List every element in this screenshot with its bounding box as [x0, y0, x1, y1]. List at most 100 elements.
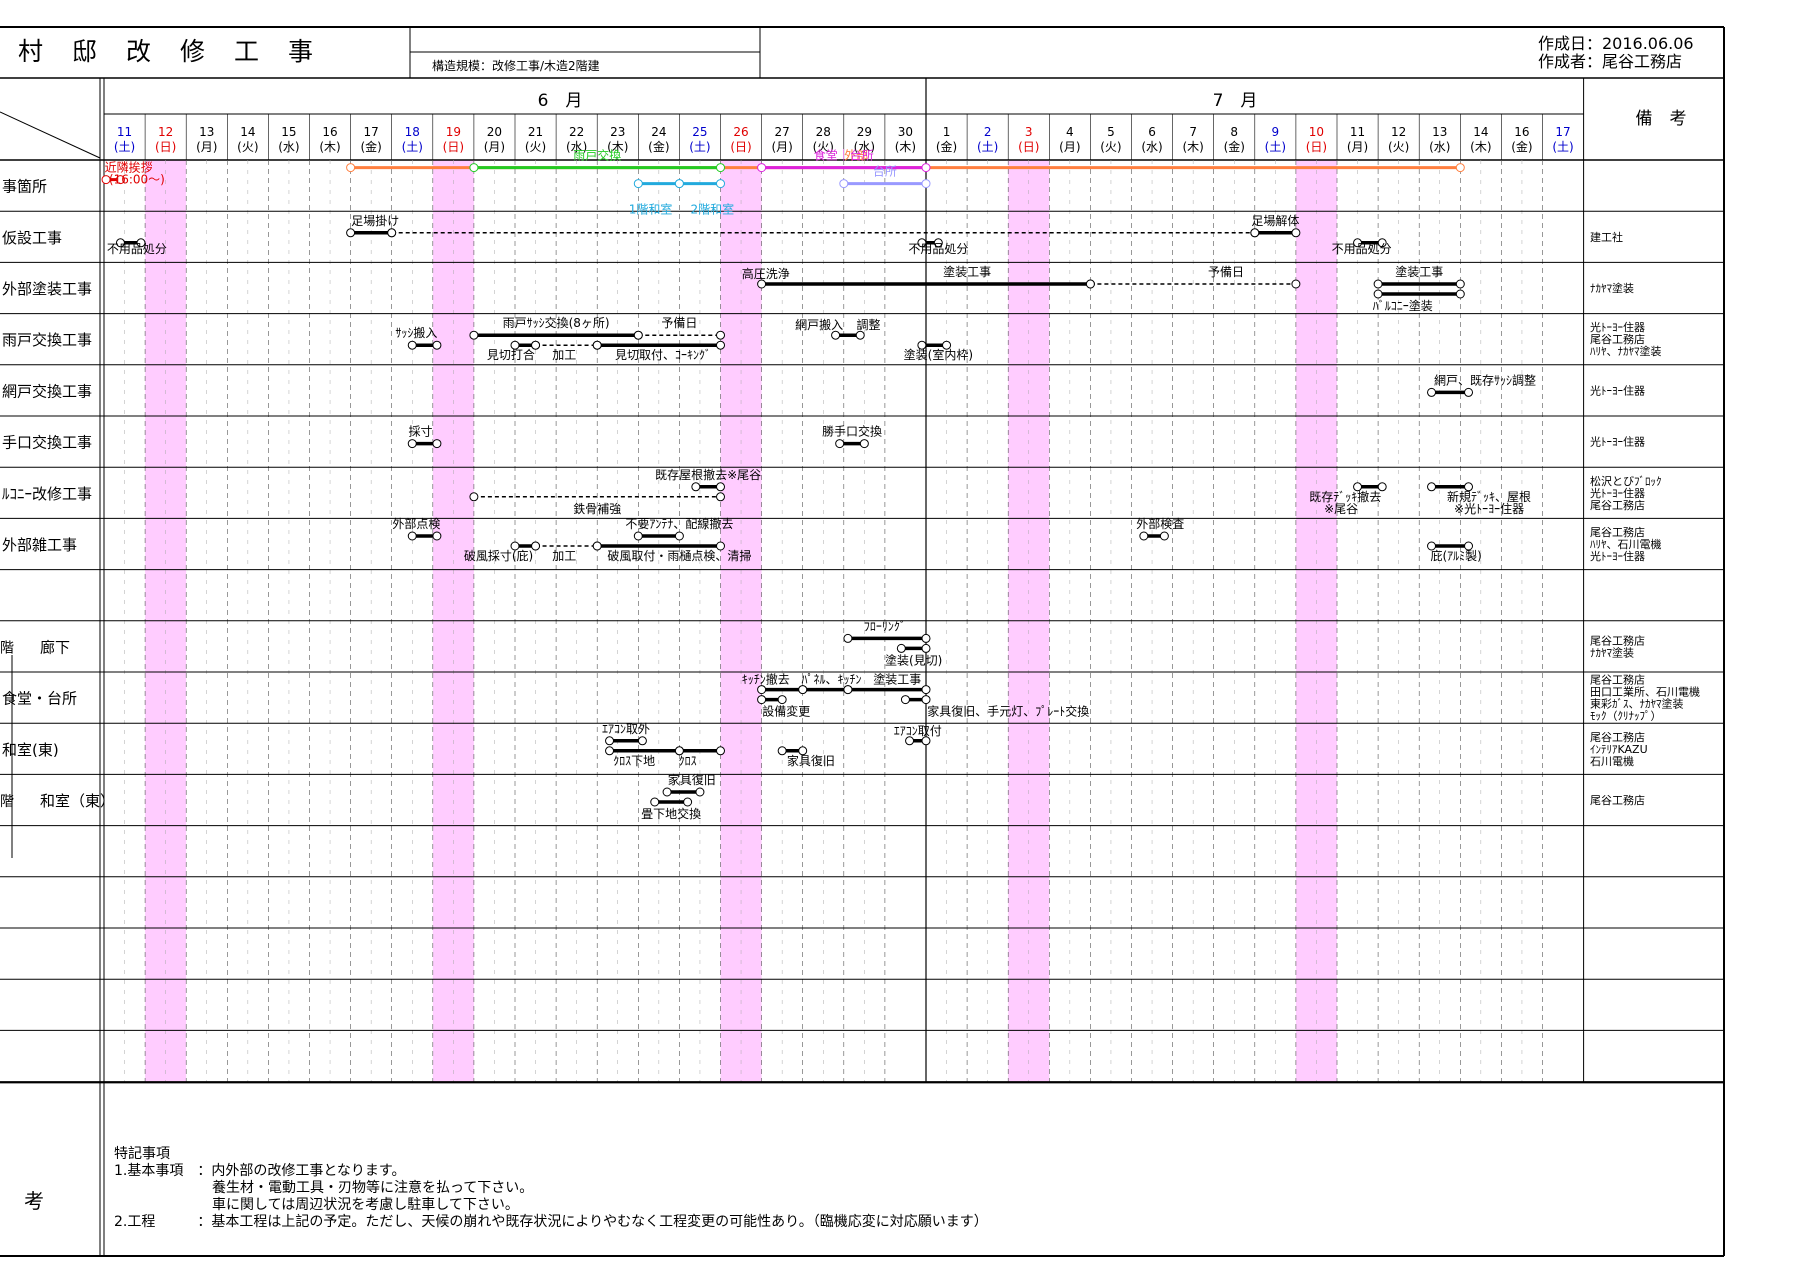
row-label: 仮設工事	[2, 229, 62, 247]
day-number: 15	[281, 125, 296, 139]
bar-node	[592, 340, 602, 350]
day-weekday: (水)	[566, 140, 587, 154]
bar-node	[1291, 279, 1301, 289]
day-number: 11	[1350, 125, 1365, 139]
schedule-note: 庇(ｱﾙﾐ製)	[1431, 548, 1482, 563]
day-number: 12	[1391, 125, 1406, 139]
bar-node	[115, 175, 125, 185]
bar-node	[1464, 387, 1474, 397]
day-weekday: (木)	[1182, 140, 1203, 154]
bar-node	[101, 175, 111, 185]
bar-node	[683, 797, 693, 807]
day-number: 4	[1066, 125, 1074, 139]
bar-node	[1250, 228, 1260, 238]
bar-node	[633, 330, 643, 340]
schedule-note: 近隣挨拶	[105, 160, 153, 175]
grid-lines	[0, 26, 1725, 1257]
footer-label: 考	[24, 1189, 44, 1213]
remark-text: 尾谷工務店	[1590, 525, 1645, 539]
bar-node	[757, 685, 767, 695]
day-weekday: (水)	[1429, 140, 1450, 154]
remark-text: ﾊﾘﾔ、ﾅｶﾔﾏ塗装	[1590, 344, 1662, 358]
day-weekday: (木)	[607, 140, 628, 154]
day-weekday: (火)	[237, 140, 258, 154]
bar-node	[662, 787, 672, 797]
bar-label: 塗装工事	[943, 264, 991, 279]
floor-label: 階	[0, 640, 14, 656]
remark-text: 尾谷工務店	[1590, 793, 1645, 807]
bar-node	[917, 238, 927, 248]
day-weekday: (木)	[895, 140, 916, 154]
bar-label: 不要ｱﾝﾃﾅ、配線撤去	[625, 516, 733, 531]
day-number: 8	[1230, 125, 1238, 139]
day-weekday: (水)	[278, 140, 299, 154]
day-weekday: (日)	[443, 140, 464, 154]
schedule-note: 見切取付、ｺｰｷﾝｸﾞ	[615, 348, 711, 362]
bar-node	[605, 746, 615, 756]
row-label: 網戸交換工事	[2, 382, 92, 400]
day-number: 2	[984, 125, 992, 139]
bar-node	[921, 633, 931, 643]
remark-text: 光ﾄｰﾖｰ住器	[1590, 549, 1645, 563]
schedule-note: 破風取付・雨樋点検、清掃	[607, 548, 751, 563]
day-weekday: (木)	[1470, 140, 1491, 154]
bar-node	[1464, 541, 1474, 551]
remark-text: 光ﾄｰﾖｰ住器	[1590, 383, 1645, 397]
row-label: 手口交換工事	[2, 434, 92, 452]
day-weekday: (土)	[402, 140, 423, 154]
corner-diagonal	[0, 111, 101, 159]
day-number: 14	[1473, 125, 1488, 139]
bar-node	[896, 643, 906, 653]
day-number: 24	[651, 125, 666, 139]
day-number: 26	[733, 125, 748, 139]
remark-text: ﾅｶﾔﾏ塗装	[1590, 281, 1634, 295]
schedule-note: ｷｯﾁﾝ撤去	[742, 672, 790, 687]
bar-node	[136, 238, 146, 248]
day-number: 18	[405, 125, 420, 139]
bar-node	[1455, 163, 1465, 173]
bar-label: 塗装工事	[1395, 264, 1443, 279]
bar-node	[716, 482, 725, 492]
day-number: 10	[1309, 125, 1324, 139]
bar-node	[1139, 531, 1149, 541]
day-number: 5	[1107, 125, 1115, 139]
row-label: 食堂・台所	[2, 690, 77, 708]
remark-text: 松沢とびﾌﾞﾛｯｸ	[1590, 474, 1662, 488]
row-labels: 事箇所仮設工事外部塗装工事雨戸交換工事網戸交換工事手口交換工事ﾙｺﾆｰ改修工事外…	[0, 178, 115, 810]
schedule-note: 新規ﾃﾞｯｷ、屋根	[1447, 489, 1531, 504]
bar-node	[432, 439, 442, 449]
bar-node	[407, 531, 417, 541]
day-number: 16	[1514, 125, 1529, 139]
schedule-note: ﾊﾞﾙｺﾆｰ塗装	[1373, 298, 1433, 313]
remark-text: ﾊﾘﾔ、石川電機	[1590, 537, 1662, 551]
bar-node	[843, 685, 853, 695]
day-number: 22	[569, 125, 584, 139]
bar-node	[921, 685, 931, 695]
bar-node	[921, 643, 931, 653]
bar-node	[839, 179, 849, 189]
day-weekday: (月)	[771, 140, 792, 154]
remark-text: 尾谷工務店	[1590, 498, 1645, 512]
day-weekday: (金)	[648, 139, 669, 154]
day-weekday: (土)	[689, 140, 710, 154]
schedule-note: 不用品処分	[1332, 242, 1392, 256]
day-weekday: (金)	[936, 139, 957, 154]
bar-node	[1427, 482, 1437, 492]
remark-text: 尾谷工務店	[1590, 673, 1645, 687]
day-number: 6	[1148, 125, 1156, 139]
author: 作成者：尾谷工務店	[1538, 52, 1682, 71]
bar-label: 台所	[873, 164, 897, 179]
bar-label: 畳下地交換	[641, 806, 701, 821]
remark-text: 田口工業所、石川電機	[1590, 685, 1700, 699]
bar-node	[933, 238, 943, 248]
remark-text: 石川電機	[1590, 754, 1634, 768]
bar-node	[1353, 238, 1363, 248]
bar-node	[531, 340, 541, 350]
bar-node	[921, 163, 931, 173]
bar-node	[716, 179, 725, 189]
schedule-note: 不用品処分	[107, 242, 167, 256]
schedule-note: 塗装(見切)	[885, 652, 942, 667]
bar-label: 雨戸交換	[573, 148, 621, 163]
